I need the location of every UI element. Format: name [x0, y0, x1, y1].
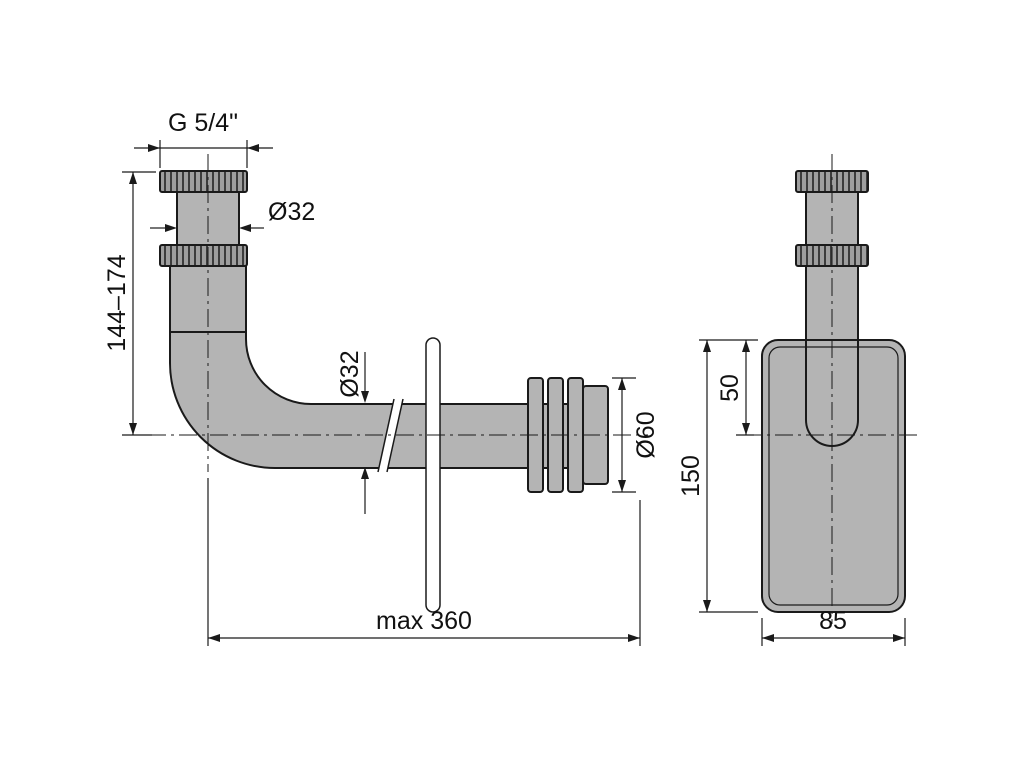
pipe-diameter-label: Ø32 — [336, 350, 364, 397]
arrowhead — [618, 378, 626, 390]
thread-size-label: G 5/4" — [168, 109, 238, 137]
inlet-locknut — [159, 244, 248, 267]
arrowhead — [618, 480, 626, 492]
dim-thread-size: G 5/4" — [134, 109, 273, 168]
arrowhead — [208, 634, 220, 642]
inlet-nut-upper — [159, 170, 248, 193]
arrowhead — [129, 423, 137, 435]
arrowhead — [129, 172, 137, 184]
arrowhead — [165, 224, 177, 232]
body-height-label: 150 — [677, 455, 705, 497]
arrowhead — [239, 224, 251, 232]
side-view — [744, 154, 920, 624]
dim-max-length: max 360 — [207, 478, 641, 646]
trap-body-inner-line — [768, 346, 899, 606]
elbow-pipe — [169, 331, 607, 469]
dimensions-front: G 5/4" Ø32 144–174 Ø32 — [103, 109, 660, 646]
front-view — [148, 154, 648, 613]
pipe-break-line — [386, 398, 404, 473]
arrowhead — [361, 467, 369, 479]
dim-pipe-diameter: Ø32 — [336, 350, 369, 514]
max-length-label: max 360 — [376, 607, 472, 635]
dim-inlet-depth: 50 — [716, 340, 754, 436]
arrowhead — [148, 144, 160, 152]
inlet-diameter-label: Ø32 — [268, 198, 315, 226]
wall-plate — [425, 337, 441, 613]
trap-body — [761, 339, 906, 613]
height-range-label: 144–174 — [103, 254, 131, 351]
arrowhead — [762, 634, 774, 642]
arrowhead — [361, 391, 369, 403]
inlet-depth-label: 50 — [716, 374, 744, 402]
dim-body-width: 85 — [761, 607, 906, 646]
arrowhead — [893, 634, 905, 642]
arrowhead — [247, 144, 259, 152]
outlet-diameter-label: Ø60 — [632, 411, 660, 458]
dimensions-side: 50 150 85 — [677, 339, 906, 646]
arrowhead — [628, 634, 640, 642]
dim-body-height: 150 — [677, 339, 758, 613]
arrowhead — [703, 340, 711, 352]
dim-height-range: 144–174 — [103, 171, 156, 436]
body-width-label: 85 — [819, 607, 847, 635]
arrowhead — [703, 600, 711, 612]
arrowhead — [742, 423, 750, 435]
arrowhead — [742, 340, 750, 352]
dim-inlet-diameter: Ø32 — [150, 198, 315, 232]
dim-outlet-diameter: Ø60 — [612, 377, 660, 493]
pipe-break-line — [377, 398, 395, 473]
